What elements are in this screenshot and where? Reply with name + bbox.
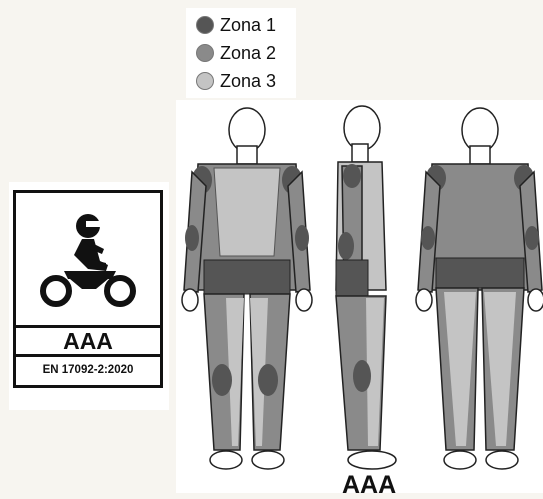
badge-rating: AAA (16, 325, 160, 357)
zone-legend: Zona 1 Zona 2 Zona 3 (186, 8, 296, 98)
legend-item-zone-3: Zona 3 (196, 70, 276, 92)
back-view-figure (416, 108, 543, 469)
protection-zone-figures (176, 100, 543, 493)
legend-item-zone-2: Zona 2 (196, 42, 276, 64)
badge-frame: AAA EN 17092-2:2020 (13, 190, 163, 388)
legend-label: Zona 2 (220, 43, 276, 64)
motorcycle-rider-icon (16, 193, 160, 323)
badge-standard: EN 17092-2:2020 (16, 356, 160, 384)
certification-badge: AAA EN 17092-2:2020 (9, 182, 169, 410)
legend-item-zone-1: Zona 1 (196, 14, 276, 36)
legend-label: Zona 1 (220, 15, 276, 36)
zone-1-swatch (196, 16, 214, 34)
front-view-figure (182, 108, 312, 469)
zone-2-swatch (196, 44, 214, 62)
legend-label: Zona 3 (220, 71, 276, 92)
side-view-figure (336, 106, 396, 469)
figure-rating-caption: AAA (342, 472, 396, 498)
zone-3-swatch (196, 72, 214, 90)
